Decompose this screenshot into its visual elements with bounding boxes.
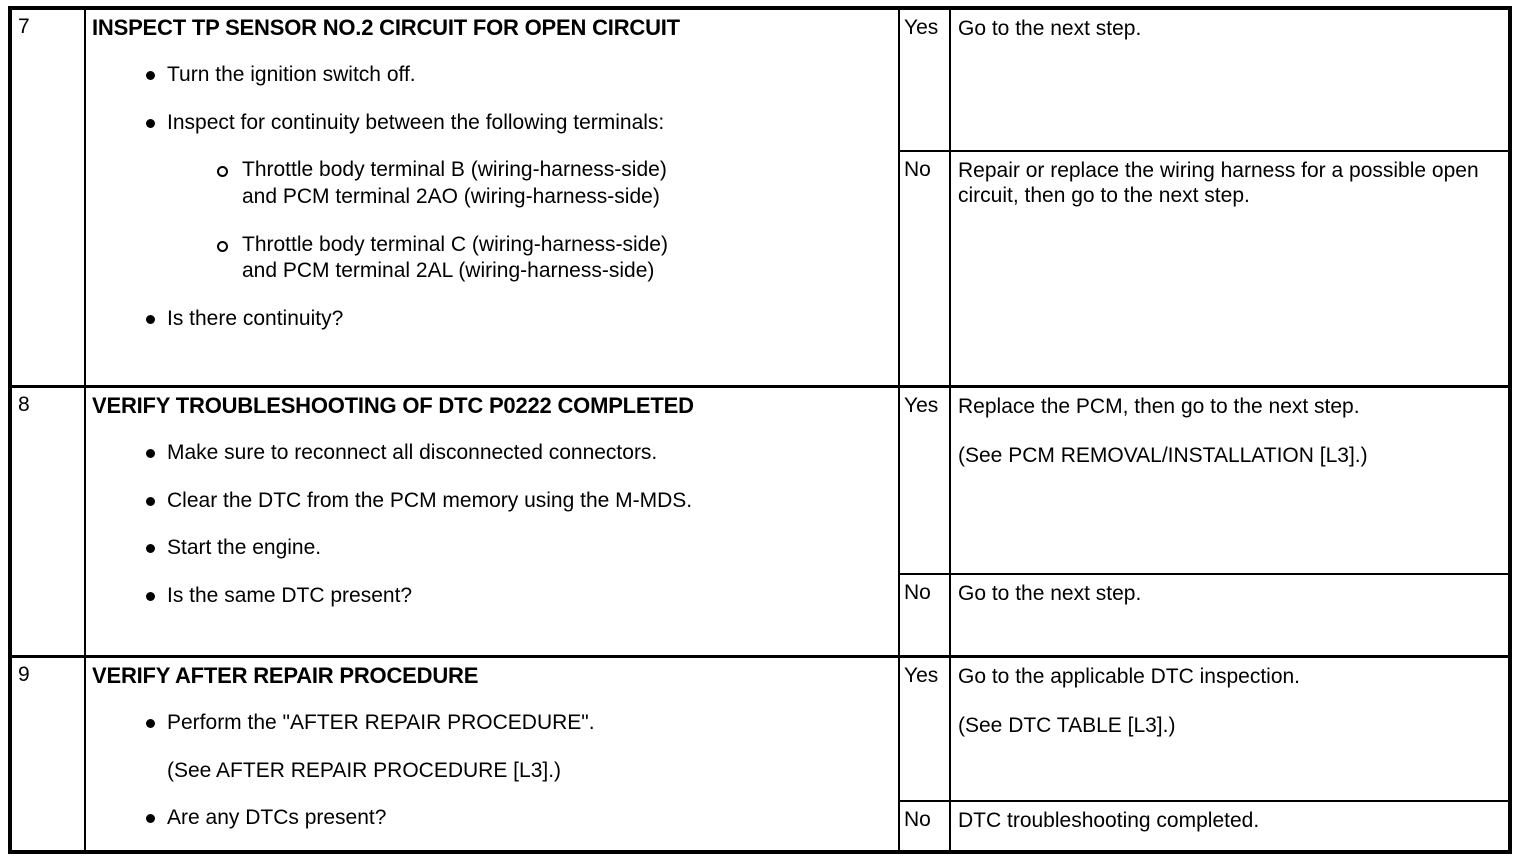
list-item: Is the same DTC present? (92, 583, 888, 609)
bullet-dot-icon (146, 118, 155, 128)
inspection-cell: VERIFY TROUBLESHOOTING OF DTC P0222 COMP… (86, 388, 900, 655)
inspection-steps: Make sure to reconnect all disconnected … (92, 440, 888, 608)
table-row: 9 VERIFY AFTER REPAIR PROCEDURE Perform … (12, 655, 1508, 853)
list-item: Is there continuity? (92, 306, 888, 332)
action-text-yes: Go to the applicable DTC inspection. (Se… (951, 658, 1508, 800)
inspection-reference: (See AFTER REPAIR PROCEDURE [L3].) (167, 758, 562, 782)
bullet-dot-icon (146, 496, 155, 506)
inspection-cell: INSPECT TP SENSOR NO.2 CIRCUIT FOR OPEN … (86, 10, 900, 385)
result-no-block: No Repair or replace the wiring harness … (900, 150, 1508, 385)
inspection-title: VERIFY TROUBLESHOOTING OF DTC P0222 COMP… (92, 393, 694, 418)
result-yes-block: Yes Go to the applicable DTC inspection.… (900, 658, 1508, 800)
list-item-label: Is the same DTC present? (167, 584, 413, 608)
list-item: Clear the DTC from the PCM memory using … (92, 488, 888, 514)
bullet-dot-icon (146, 449, 155, 459)
action-paragraph: DTC troubleshooting completed. (958, 809, 1260, 832)
sub-list-item-line1: Throttle body terminal C (wiring-harness… (242, 232, 668, 256)
step-number: 9 (18, 663, 30, 686)
action-text-no: DTC troubleshooting completed. (951, 802, 1508, 853)
inspection-title: VERIFY AFTER REPAIR PROCEDURE (92, 663, 479, 688)
bullet-dot-icon (146, 71, 155, 81)
bullet-circle-icon (217, 166, 228, 178)
action-text-no: Go to the next step. (951, 575, 1508, 655)
list-item: Perform the "AFTER REPAIR PROCEDURE". (92, 710, 888, 736)
action-text-yes: Go to the next step. (951, 10, 1508, 150)
list-item-label: Is there continuity? (167, 307, 344, 331)
sub-list-item: Throttle body terminal C (wiring-harness… (92, 232, 888, 285)
inspection-title: INSPECT TP SENSOR NO.2 CIRCUIT FOR OPEN … (92, 15, 680, 40)
result-yes-block: Yes Go to the next step. (900, 10, 1508, 150)
step-number: 7 (18, 15, 30, 38)
result-action-cell: Yes Go to the applicable DTC inspection.… (900, 658, 1508, 853)
action-reference: (See DTC TABLE [L3].) (958, 714, 1176, 738)
result-label-yes: Yes (900, 10, 951, 150)
list-item: Make sure to reconnect all disconnected … (92, 440, 888, 466)
list-item: Are any DTCs present? (92, 805, 888, 831)
bullet-circle-icon (217, 240, 228, 252)
step-number-cell: 9 (12, 658, 86, 853)
bullet-dot-icon (146, 814, 155, 824)
list-item-label: Turn the ignition switch off. (167, 63, 416, 87)
result-label-yes: Yes (900, 658, 951, 800)
table-row: 7 INSPECT TP SENSOR NO.2 CIRCUIT FOR OPE… (12, 10, 1508, 385)
action-paragraph: Go to the applicable DTC inspection. (958, 665, 1301, 688)
sub-list-item-line1: Throttle body terminal B (wiring-harness… (242, 158, 667, 182)
list-item-label: Make sure to reconnect all disconnected … (167, 441, 658, 465)
action-paragraph: Go to the next step. (958, 17, 1142, 40)
result-action-cell: Yes Replace the PCM, then go to the next… (900, 388, 1508, 655)
action-paragraph: Replace the PCM, then go to the next ste… (958, 395, 1360, 418)
result-label-yes: Yes (900, 388, 951, 573)
list-item-label: Start the engine. (167, 536, 322, 560)
bullet-dot-icon (146, 592, 155, 602)
inspection-steps: Perform the "AFTER REPAIR PROCEDURE". (S… (92, 710, 888, 831)
result-label-no: No (900, 152, 951, 385)
action-reference: (See PCM REMOVAL/INSTALLATION [L3].) (958, 444, 1368, 468)
list-item-label: Are any DTCs present? (167, 806, 387, 830)
step-number: 8 (18, 393, 30, 416)
result-label-no: No (900, 802, 951, 853)
sub-list-item-line2: and PCM terminal 2AO (wiring-harness-sid… (242, 184, 660, 208)
step-number-cell: 7 (12, 10, 86, 385)
list-item: Start the engine. (92, 535, 888, 561)
table-row: 8 VERIFY TROUBLESHOOTING OF DTC P0222 CO… (12, 385, 1508, 655)
result-no-block: No DTC troubleshooting completed. (900, 800, 1508, 853)
sub-list-item-line2: and PCM terminal 2AL (wiring-harness-sid… (242, 259, 655, 283)
troubleshooting-table: 7 INSPECT TP SENSOR NO.2 CIRCUIT FOR OPE… (8, 6, 1512, 854)
sub-list-item: Throttle body terminal B (wiring-harness… (92, 157, 888, 210)
inspection-steps: Turn the ignition switch off. Inspect fo… (92, 62, 888, 332)
bullet-dot-icon (146, 544, 155, 554)
bullet-dot-icon (146, 315, 155, 325)
list-item-label: Inspect for continuity between the follo… (167, 110, 665, 134)
result-action-cell: Yes Go to the next step. No Repair or re… (900, 10, 1508, 385)
action-text-yes: Replace the PCM, then go to the next ste… (951, 388, 1508, 573)
list-item-label: Perform the "AFTER REPAIR PROCEDURE". (167, 711, 595, 735)
result-label-no: No (900, 575, 951, 655)
inspection-cell: VERIFY AFTER REPAIR PROCEDURE Perform th… (86, 658, 900, 853)
action-text-no: Repair or replace the wiring harness for… (951, 152, 1508, 385)
result-no-block: No Go to the next step. (900, 573, 1508, 655)
step-number-cell: 8 (12, 388, 86, 655)
bullet-dot-icon (146, 719, 155, 729)
list-item: Inspect for continuity between the follo… (92, 110, 888, 136)
action-paragraph: Repair or replace the wiring harness for… (958, 159, 1479, 208)
list-item: Turn the ignition switch off. (92, 62, 888, 88)
result-yes-block: Yes Replace the PCM, then go to the next… (900, 388, 1508, 573)
action-paragraph: Go to the next step. (958, 582, 1142, 605)
list-item-label: Clear the DTC from the PCM memory using … (167, 488, 693, 512)
